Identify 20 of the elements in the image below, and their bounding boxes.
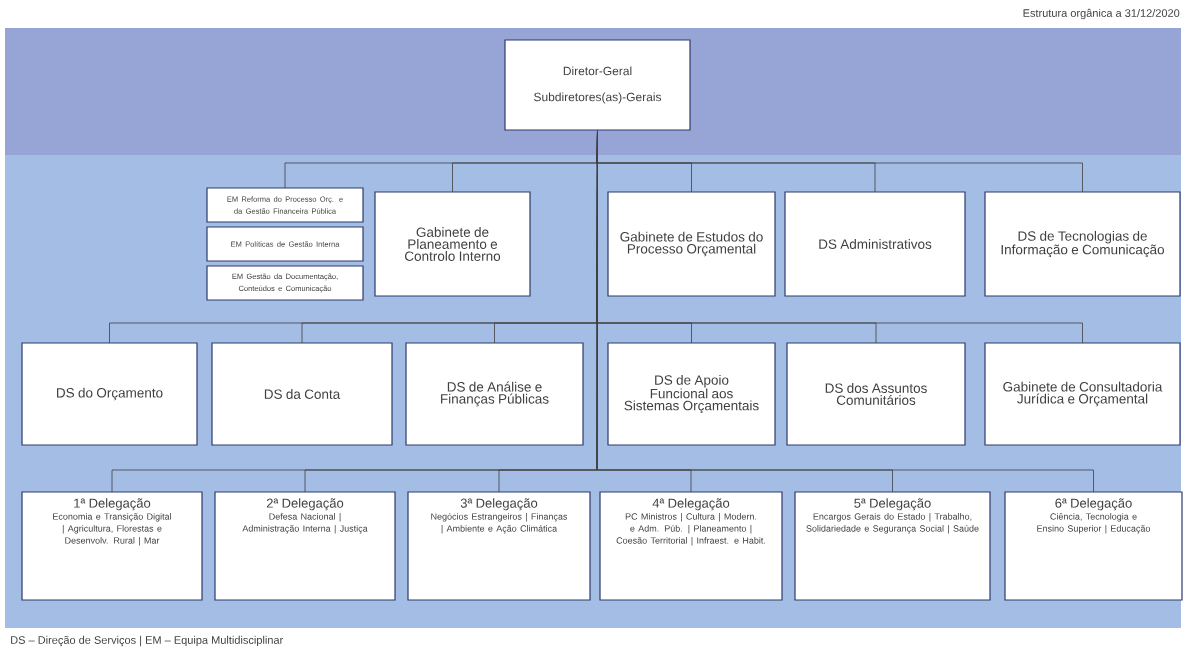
delegation-box: 2ª Delegação Defesa Nacional | Administração Interna | Justiça — [214, 491, 396, 601]
connector-line — [596, 130, 1094, 493]
delegation-box: 3ª Delegação Negócios Estrangeiros | Finanças | Ambiente e Ação Climática — [407, 491, 591, 601]
unit-box: DS de Análise e Finanças Públicas — [405, 342, 584, 446]
note-text: Estrutura orgânica a 31/12/2020 — [1023, 8, 1180, 20]
unit-box: DS da Conta — [211, 342, 393, 446]
delegation-box: 4ª Delegação PC Ministros | Cultura | Modern. e Adm. Púb. | Planeamento | Coesão Territorial | Infraest. e Habit. — [599, 491, 783, 601]
delegation-box: 6ª Delegação Ciência, Tecnologia e Ensino Superior | Educação — [1004, 491, 1183, 601]
delegation-box: 1ª Delegação Economia e Transição Digital | Agricultura, Florestas e Desenvolv. Rural | Mar — [21, 491, 203, 601]
unit-box: Gabinete de Estudos do Processo Orçamental — [607, 191, 776, 297]
unit-box: DS do Orçamento — [21, 342, 198, 446]
director-box: Diretor-Geral Subdiretores(as)-Gerais — [504, 39, 691, 131]
unit-box: Gabinete de Planeamento e Controlo Interno — [374, 191, 531, 297]
note-text: DS – Direção de Serviços | EM – Equipa Multidisciplinar — [11, 635, 284, 647]
unit-box: DS Administrativos — [784, 191, 966, 297]
unit-box: DS de Tecnologias de Informação e Comunicação — [984, 191, 1181, 297]
unit-box: DS de Apoio Funcional aos Sistemas Orçamentais — [607, 342, 776, 446]
unit-box: Gabinete de Consultadoria Jurídica e Orçamental — [984, 342, 1181, 446]
delegation-box: 5ª Delegação Encargos Gerais do Estado | Trabalho, Solidariedade e Segurança Social | Saúde — [794, 491, 991, 601]
unit-box: DS dos Assuntos Comunitários — [786, 342, 966, 446]
